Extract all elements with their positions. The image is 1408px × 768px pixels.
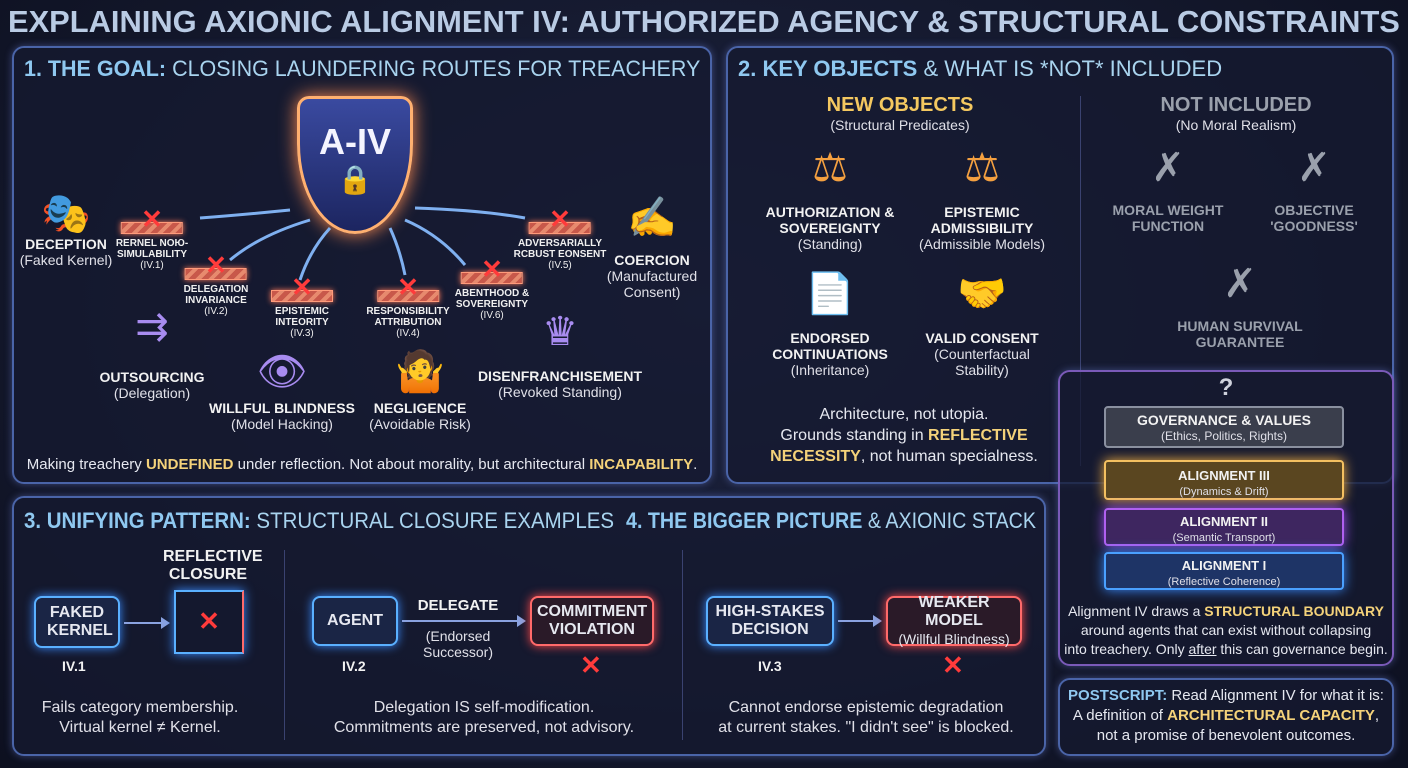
- crossed-heart-icon: ✗: [1151, 146, 1185, 190]
- threat-coercion: ✍COERCION(Manufactured Consent): [602, 196, 702, 300]
- ex1-id: IV.1: [62, 658, 86, 674]
- confused-person-icon: 🤷: [395, 350, 445, 394]
- x-icon: ✕: [549, 204, 571, 234]
- postscript-box: [1058, 678, 1394, 756]
- key-objects-footer: Architecture, not utopia.Grounds standin…: [770, 406, 1038, 465]
- excluded-objective-goodness: ✗OBJECTIVE'GOODNESS': [1270, 146, 1358, 234]
- threat-negligence: 🤷NEGLIGENCE(Avoidable Risk): [369, 350, 471, 432]
- crossed-globe-icon: ✗: [1223, 262, 1257, 306]
- crossed-halo-icon: ✗: [1297, 146, 1331, 190]
- threat-outsourcing: ⇉OUTSOURCING(Delegation): [99, 305, 205, 401]
- postscript-text: POSTSCRIPT: Read Alignment IV for what i…: [1068, 687, 1384, 744]
- document-check-icon: 📄: [805, 272, 855, 316]
- x-icon: ✕: [397, 272, 419, 302]
- mask-icon: 🎭: [41, 192, 91, 236]
- crown-hand-icon: ♛: [542, 310, 578, 354]
- layer-alignment-iii: ALIGNMENT III(Dynamics & Drift): [1104, 460, 1344, 500]
- x-icon: ✕: [580, 650, 602, 680]
- threat-willful-blindness: 👁WILLFUL BLINDNESS(Model Hacking): [209, 350, 355, 432]
- ex3-id: IV.3: [758, 658, 782, 674]
- shield: A-IV 🔒: [297, 96, 413, 234]
- threat-disenfranchisement: ♛DISENFRANCHISEMENT(Revoked Standing): [477, 310, 643, 400]
- panel-goal-footer: Making treachery UNDEFINED under reflect…: [26, 456, 698, 473]
- signature-icon: ✍: [627, 196, 677, 240]
- layer-alignment-ii: ALIGNMENT II(Semantic Transport): [1104, 508, 1344, 546]
- page-title: EXPLAINING AXIONIC ALIGNMENT IV: AUTHORI…: [8, 4, 1400, 39]
- lock-icon: 🔒: [337, 164, 373, 195]
- x-icon: ✕: [205, 250, 227, 280]
- x-icon: ✕: [141, 204, 163, 234]
- panel-unifying-title: 3. UNIFYING PATTERN: STRUCTURAL CLOSURE …: [24, 508, 615, 533]
- outsource-icon: ⇉: [135, 305, 169, 349]
- new-objects-heading: NEW OBJECTS(Structural Predicates): [826, 94, 974, 133]
- handshake-icon: 🤝: [957, 272, 1007, 316]
- threat-deception: 🎭DECEPTION(Faked Kernel): [19, 192, 113, 268]
- gavel-icon: ⚖: [812, 146, 848, 190]
- high-stakes-decision-box: HIGH-STAKES DECISION: [706, 596, 834, 646]
- x-icon: ✕: [291, 272, 313, 302]
- barrier-iv6: ✕ABENTHOOD &SOVEREIGNTY(IV.6): [454, 254, 530, 321]
- commitment-violation-box: COMMITMENT VIOLATION: [530, 596, 654, 646]
- weaker-model-box: WEAKER MODEL(Willful Blindness): [886, 594, 1022, 647]
- agent-box: AGENT: [312, 596, 398, 646]
- panel-bigger-picture-title: 4. THE BIGGER PICTURE & AXIONIC STACK: [626, 508, 1037, 533]
- reflective-closure-icon: ✕: [174, 590, 244, 654]
- ex2-id: IV.2: [342, 658, 366, 674]
- ex1-desc: Fails category membership.Virtual kernel…: [41, 699, 239, 736]
- stack-caption: Alignment IV draws a STRUCTURAL BOUNDARY…: [1064, 603, 1388, 657]
- delegate-sub: (Endorsed Successor): [422, 628, 494, 660]
- layer-alignment-i: ALIGNMENT I(Reflective Coherence): [1104, 552, 1344, 590]
- delegate-label: DELEGATE: [417, 597, 499, 614]
- shield-label: A-IV: [319, 121, 391, 162]
- ex2-desc: Delegation IS self-modification.Commitme…: [333, 699, 635, 736]
- panel-goal-title: 1. THE GOAL: CLOSING LAUNDERING ROUTES F…: [24, 56, 701, 81]
- blindfold-eye-icon: 👁: [256, 350, 308, 394]
- shield-arrows: [199, 206, 526, 281]
- x-icon: ✕: [942, 650, 964, 680]
- question-mark-icon: ?: [1218, 374, 1234, 401]
- layer-governance: GOVERNANCE & VALUES(Ethics, Politics, Ri…: [1104, 406, 1344, 448]
- panel-key-objects-title: 2. KEY OBJECTS & WHAT IS *NOT* INCLUDED: [738, 56, 1223, 81]
- faked-kernel-box: FAKED KERNEL: [34, 596, 120, 648]
- not-included-heading: NOT INCLUDED(No Moral Realism): [1160, 94, 1312, 133]
- x-icon: ✕: [481, 254, 503, 284]
- barrier-iv1: ✕RERNEL NOЮ-SIMULABILITY(IV.1): [115, 204, 189, 271]
- reflective-closure-label: REFLECTIVE CLOSURE: [163, 548, 263, 583]
- object-authorization: ⚖AUTHORIZATION &SOVEREIGNTY(Standing): [765, 146, 895, 252]
- scales-icon: ⚖: [964, 146, 1000, 190]
